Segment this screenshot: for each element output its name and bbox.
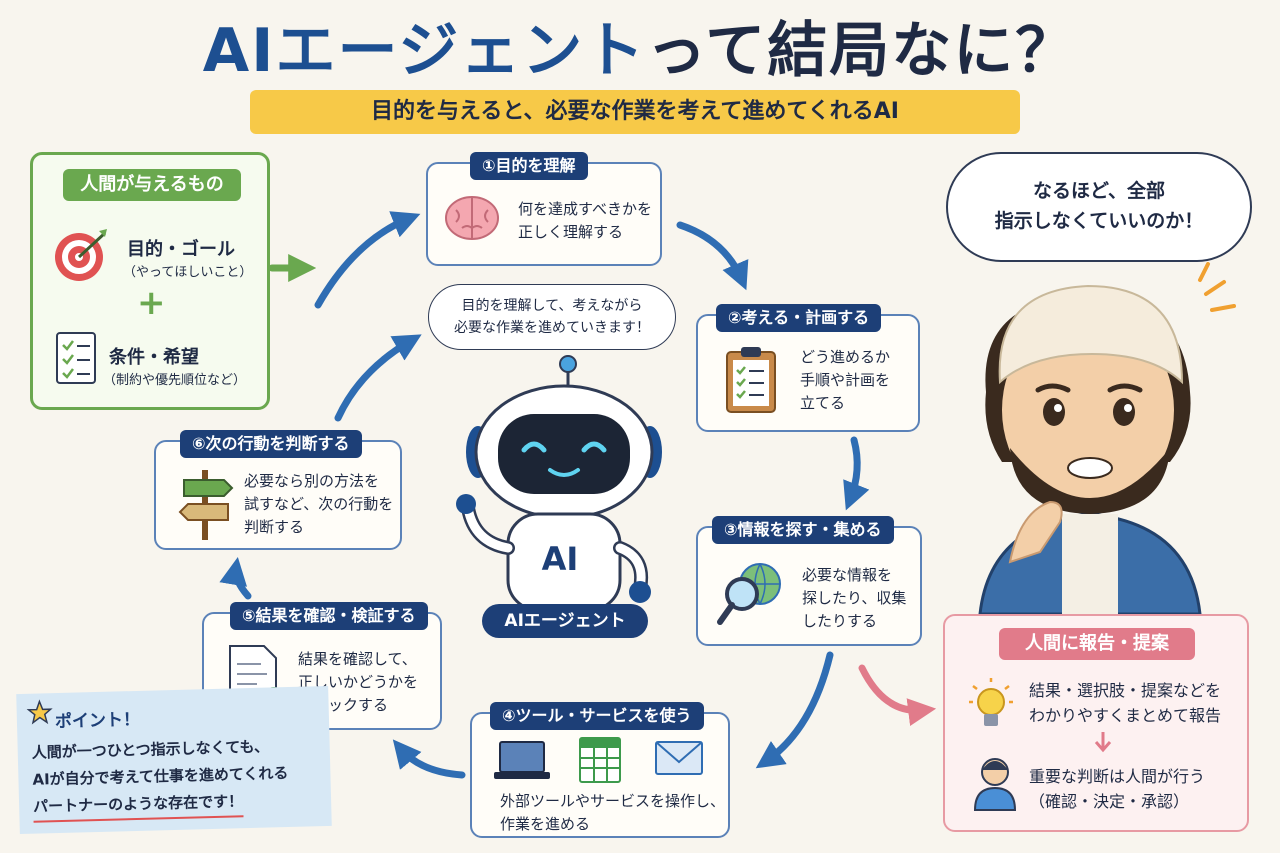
subtitle-banner: 目的を与えると、必要な作業を考えて進めてくれるAI: [250, 90, 1020, 134]
step-4-box: ④ツール・サービスを使う 外部ツールやサービスを操作し、 作業を進める: [470, 702, 730, 838]
robot-speech-2: 必要な作業を進めていきます！: [454, 320, 650, 336]
human-input-box: 人間が与えるもの 目的・ゴール （やってほしいこと） + 条件・希望 （制約や優…: [30, 152, 270, 410]
step-6-text-3: 判断する: [244, 518, 305, 536]
person-speech-2: 指示しなくていいのか！: [994, 210, 1204, 232]
arrow-6-to-robot: [334, 334, 422, 422]
robot-chest-label: AI: [541, 540, 579, 578]
step-3-text-3: したりする: [802, 612, 878, 630]
title-rest: って結局なに？: [646, 16, 1078, 86]
step-6-box: ⑥次の行動を判断する 必要なら別の方法を 試すなど、次の行動を 判断する: [154, 430, 402, 550]
step-2-box: ②考える・計画する どう進めるか 手順や計画を 立てる: [696, 304, 920, 432]
step-1-box: ①目的を理解 何を達成すべきかを 正しく理解する: [426, 152, 662, 266]
report-text-1: 結果・選択肢・提案などを: [1029, 681, 1222, 700]
laptop-icon: [494, 741, 550, 779]
human-input-heading: 人間が与えるもの: [63, 169, 241, 201]
down-arrow-icon: [1094, 732, 1112, 753]
arrow-1-to-2: [676, 221, 749, 291]
person-speech-1: なるほど、全部: [1032, 180, 1166, 202]
step-3-text-2: 探したり、収集: [802, 589, 907, 607]
step-1-label: ①目的を理解: [470, 152, 588, 180]
robot-name-badge: AIエージェント: [482, 604, 648, 638]
goal-sub: （やってほしいこと）: [123, 265, 253, 280]
mail-icon: [655, 741, 703, 775]
step-6-text-2: 試すなど、次の行動を: [244, 495, 394, 513]
step-2-text-1: どう進めるか: [800, 348, 891, 366]
point-line-2: AIが自分で考えて仕事を進めてくれる: [32, 764, 289, 789]
step-6-label: ⑥次の行動を判断する: [180, 430, 362, 458]
lightbulb-icon: [969, 678, 1013, 726]
goal-label: 目的・ゴール: [127, 239, 235, 260]
step-3-text-1: 必要な情報を: [802, 566, 893, 584]
step-4-text-2: 作業を進める: [500, 815, 591, 833]
step-2-label: ②考える・計画する: [716, 304, 882, 332]
arrow-6-to-1: [314, 211, 421, 309]
person-icon: [973, 758, 1017, 811]
report-heading: 人間に報告・提案: [999, 628, 1195, 660]
report-box: 人間に報告・提案 結果・選択肢・提案などを わかりやすくまとめて報告 重要な判断…: [943, 614, 1249, 832]
target-icon: [55, 229, 107, 281]
step-5-text-1: 結果を確認して、: [298, 650, 417, 668]
arrow-2-to-3: [843, 436, 870, 511]
robot-speech-bubble: 目的を理解して、考えながら 必要な作業を進めていきます！: [428, 284, 676, 350]
brain-icon: [445, 196, 499, 240]
spreadsheet-icon: [579, 737, 621, 783]
point-note: ポイント！ 人間が一つひとつ指示しなくても、 AIが自分で考えて仕事を進めてくれ…: [16, 685, 332, 835]
page-title: AIエージェントって結局なに？: [0, 14, 1280, 88]
star-icon: [26, 699, 53, 725]
checklist-icon: [56, 332, 96, 384]
step-3-label: ③情報を探す・集める: [712, 516, 894, 544]
person-illustration: [978, 262, 1236, 614]
decision-text-1: 重要な判断は人間が行う: [1029, 767, 1206, 786]
clipboard-icon: [726, 347, 776, 413]
point-heading: ポイント！: [54, 709, 141, 733]
step-2-text-3: 立てる: [800, 394, 846, 412]
arrow-4-to-5: [392, 739, 466, 779]
step-5-label: ⑤結果を確認・検証する: [230, 602, 428, 630]
arrow-to-report: [858, 664, 937, 726]
point-line-3: パートナーのような存在です！: [32, 788, 244, 823]
step-2-text-2: 手順や計画を: [800, 371, 891, 389]
robot-speech-1: 目的を理解して、考えながら: [461, 298, 643, 314]
robot-illustration: [456, 355, 662, 612]
condition-sub: （制約や優先順位など）: [103, 373, 247, 388]
step-6-text-1: 必要なら別の方法を: [244, 472, 380, 490]
step-4-text-1: 外部ツールやサービスを操作し、: [500, 792, 726, 810]
signpost-icon: [178, 470, 234, 540]
title-ai: AIエージェント: [202, 16, 647, 86]
decision-text-2: （確認・決定・承認）: [1029, 792, 1190, 811]
search-globe-icon: [717, 563, 781, 625]
step-3-box: ③情報を探す・集める 必要な情報を 探したり、収集 したりする: [696, 516, 922, 646]
condition-label: 条件・希望: [109, 347, 199, 368]
arrow-3-to-4: [755, 651, 834, 769]
step-4-label: ④ツール・サービスを使う: [490, 702, 704, 730]
step-1-text-2: 正しく理解する: [518, 223, 624, 241]
person-speech-bubble: なるほど、全部 指示しなくていいのか！: [946, 152, 1252, 262]
report-text-2: わかりやすくまとめて報告: [1029, 706, 1222, 725]
step-1-text-1: 何を達成すべきかを: [518, 200, 652, 218]
arrow-5-to-6: [219, 556, 252, 600]
plus-sign: +: [137, 283, 166, 323]
